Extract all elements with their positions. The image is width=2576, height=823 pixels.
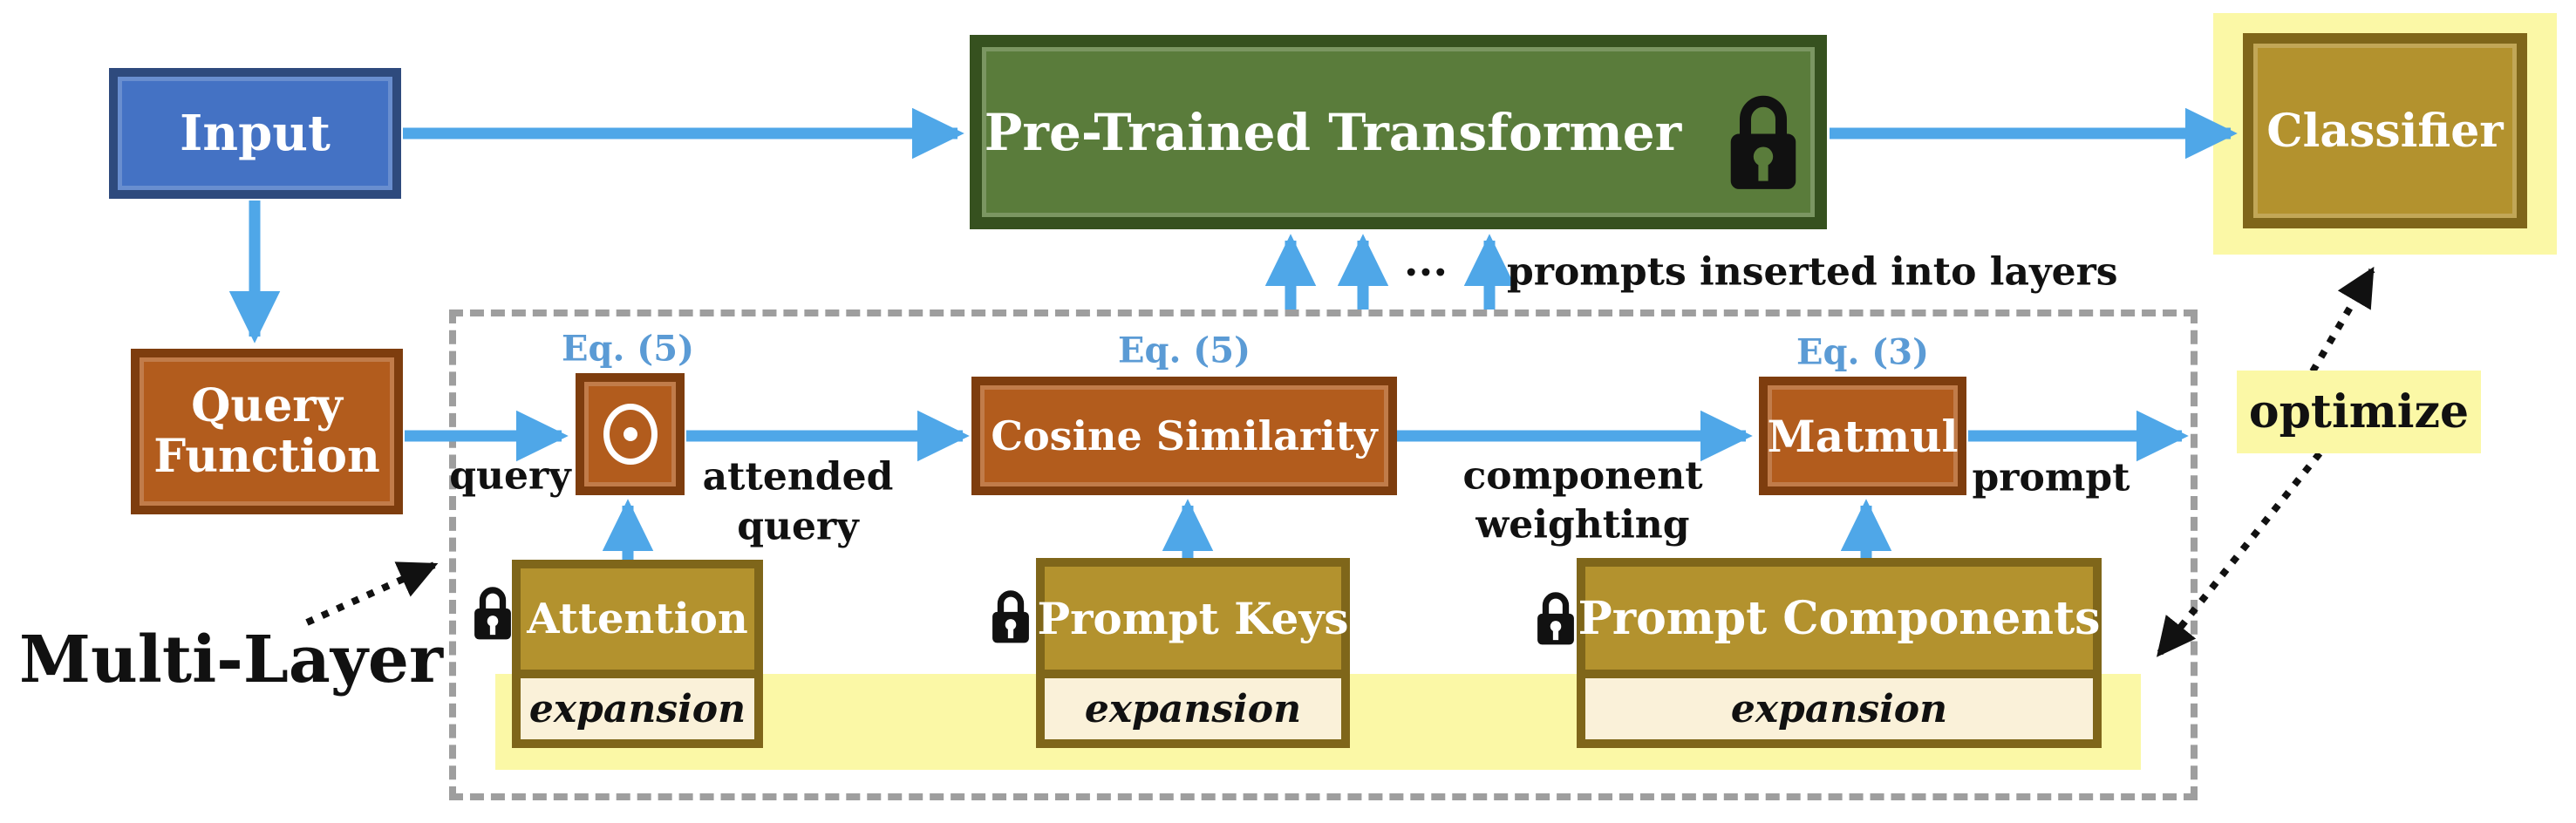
attention-assembly: Attention expansion: [512, 560, 763, 748]
query-function-label-line2: Function: [153, 430, 380, 483]
transformer-node: Pre-Trained Transformer: [970, 35, 1827, 229]
component-weighting-label-line1: component: [1462, 453, 1703, 499]
prompt-keys-assembly: Prompt Keys expansion: [1036, 558, 1350, 748]
prompt-components-expansion-node: expansion: [1585, 678, 2093, 739]
prompt-keys-node: Prompt Keys: [1037, 567, 1349, 670]
attention-node: Attention: [521, 568, 754, 670]
ellipsis-label: ...: [1403, 237, 1448, 286]
attention-label: Attention: [527, 595, 748, 643]
circled-dot-icon: [603, 404, 658, 465]
prompt-components-node: Prompt Components: [1578, 567, 2100, 670]
input-label: Input: [180, 105, 331, 162]
dotted-arrow-multi-layer-to-container: [305, 561, 439, 626]
dotted-arrow-optimize-to-classifier: [2309, 266, 2375, 374]
attention-expansion-label: expansion: [528, 686, 746, 731]
optimize-badge: optimize: [2237, 371, 2481, 453]
odot-node: [576, 373, 685, 495]
optimize-label: optimize: [2248, 385, 2470, 439]
prompt-keys-label: Prompt Keys: [1037, 592, 1349, 644]
matmul-node: Matmul: [1759, 377, 1966, 495]
prompt-components-label: Prompt Components: [1578, 591, 2101, 645]
prompts-inserted-label: prompts inserted into layers: [1507, 249, 2118, 295]
lock-icon: [1730, 95, 1796, 189]
prompt-keys-expansion-node: expansion: [1045, 678, 1341, 739]
lock-icon: [1537, 592, 1574, 645]
component-weighting-label-line2: weighting: [1475, 502, 1690, 548]
eq5-odot-label: Eq. (5): [562, 328, 694, 370]
prompt-keys-expansion-label: expansion: [1084, 686, 1302, 731]
eq5-cosine-label: Eq. (5): [1118, 330, 1251, 371]
lock-icon: [474, 587, 511, 640]
cosine-similarity-node: Cosine Similarity: [971, 377, 1397, 495]
classifier-node: Classifier: [2243, 33, 2527, 228]
attended-query-label-line1: attended: [702, 454, 894, 500]
prompt-components-expansion-label: expansion: [1730, 686, 1948, 731]
input-node: Input: [109, 68, 401, 199]
prompt-components-assembly: Prompt Components expansion: [1577, 558, 2102, 748]
attended-query-label-line2: query: [737, 504, 859, 549]
attention-expansion-node: expansion: [521, 678, 754, 739]
eq3-matmul-label: Eq. (3): [1796, 331, 1929, 373]
multi-layer-label: Multi-Layer: [19, 622, 443, 697]
query-function-node: Query Function: [131, 349, 403, 514]
lock-icon: [992, 590, 1029, 643]
query-function-label-line1: Query: [191, 378, 343, 432]
cosine-similarity-label: Cosine Similarity: [991, 412, 1378, 459]
classifier-label: Classifier: [2266, 104, 2504, 158]
prompt-edge-label: prompt: [1972, 455, 2130, 500]
transformer-label: Pre-Trained Transformer: [984, 102, 1682, 162]
matmul-label: Matmul: [1767, 410, 1959, 462]
query-edge-label: query: [449, 453, 571, 499]
